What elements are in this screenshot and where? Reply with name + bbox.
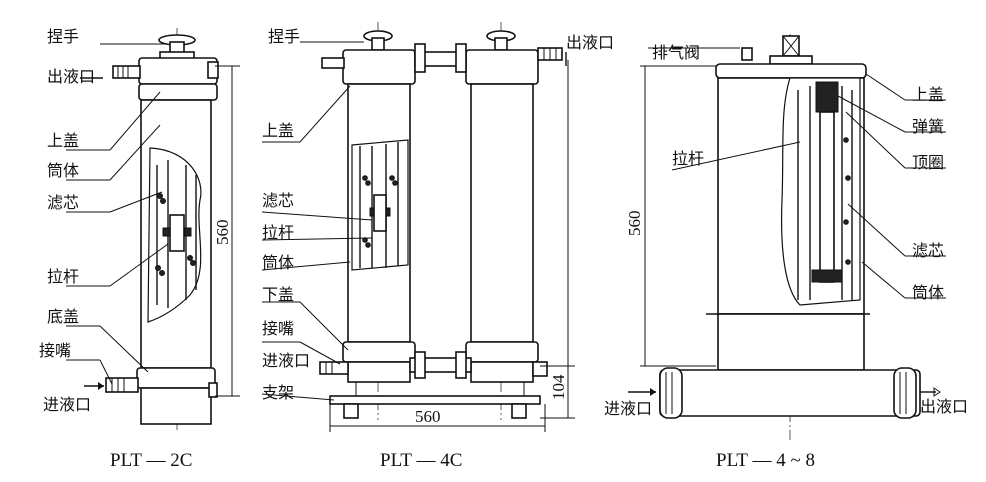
lower-body-left	[347, 361, 411, 383]
spring	[815, 81, 839, 113]
label-top-cover: 上盖	[262, 121, 294, 140]
outlet-union	[893, 367, 917, 419]
lower-body-right	[470, 361, 534, 383]
label-housing: 筒体	[262, 253, 294, 272]
label-filter-core: 滤芯	[262, 191, 294, 210]
handle-wheel-left	[363, 30, 393, 51]
lower-cover-left	[342, 341, 416, 363]
leader-lines	[261, 41, 373, 401]
figure-plt-4-8: 560 排气阀 上盖 弹簧 顶圈 拉杆 滤芯 筒体 进液口 出液口 PLT — …	[604, 34, 968, 471]
dimension-base-height: 104	[540, 60, 575, 419]
lower-cover-right	[465, 341, 539, 363]
outlet-arrowhead	[933, 387, 941, 397]
dimension-width: 560	[329, 404, 546, 432]
label-top-ring: 顶圈	[912, 153, 944, 172]
label-housing: 筒体	[47, 161, 79, 180]
label-housing: 筒体	[912, 283, 944, 302]
dimension-height-text: 560	[213, 220, 232, 246]
inlet-arrowhead	[650, 388, 656, 396]
top-cover	[715, 63, 867, 79]
label-pull-rod: 拉杆	[672, 149, 704, 168]
leader-lines	[66, 43, 169, 385]
dimension-height: 560	[625, 65, 716, 367]
top-cover	[112, 57, 219, 101]
top-cover-right	[465, 49, 539, 85]
label-vent-valve: 排气阀	[652, 43, 700, 62]
leader-lines	[648, 47, 946, 299]
label-bottom-cover: 底盖	[47, 307, 79, 326]
label-inlet: 进液口	[262, 351, 310, 370]
label-inlet: 进液口	[43, 395, 91, 414]
inlet-union	[659, 367, 683, 419]
label-filter-core: 滤芯	[912, 241, 944, 260]
caption-plt-2c: PLT — 2C	[110, 450, 192, 471]
dimension-height-text: 560	[625, 211, 644, 237]
label-inlet: 进液口	[604, 399, 652, 418]
label-top-cover: 上盖	[47, 131, 79, 150]
label-outlet: 出液口	[920, 397, 968, 416]
label-handle: 捏手	[268, 27, 300, 46]
label-spring: 弹簧	[912, 117, 944, 136]
label-outlet: 出液口	[47, 67, 95, 86]
dimension-width-text: 560	[415, 407, 441, 426]
handle-wheel	[158, 34, 196, 61]
figure-plt-2c: 560 捏手 出液口 上盖 筒体 滤芯 拉杆 底盖 接嘴 进液口 PLT — 2…	[39, 27, 240, 471]
vent-valve	[741, 47, 753, 61]
label-pull-rod: 拉杆	[262, 223, 294, 242]
inlet-nozzle	[319, 361, 349, 375]
inlet-arrowhead	[98, 382, 104, 390]
label-nozzle: 接嘴	[39, 341, 71, 360]
caption-plt-4c: PLT — 4C	[380, 450, 462, 471]
label-bracket: 支架	[262, 383, 294, 402]
handle-wheel-right	[486, 30, 516, 51]
housing-right	[470, 83, 534, 343]
label-top-cover: 上盖	[912, 85, 944, 104]
label-outlet: 出液口	[566, 33, 614, 52]
label-pull-rod: 拉杆	[47, 267, 79, 286]
dimension-height: 560	[213, 65, 240, 397]
bottom-body	[717, 313, 865, 371]
top-cover-left	[342, 49, 416, 85]
label-lower-cover: 下盖	[262, 285, 294, 304]
filter-core-elements	[155, 160, 197, 308]
dimension-base-height-text: 104	[549, 374, 568, 400]
filter-core-elements	[797, 81, 853, 300]
caption-plt-4-8: PLT — 4 ~ 8	[716, 450, 815, 471]
label-handle: 捏手	[47, 27, 79, 46]
bottom-cover	[105, 367, 218, 425]
bottom-manifold	[659, 369, 921, 417]
label-nozzle: 接嘴	[262, 319, 294, 338]
label-filter-core: 滤芯	[47, 193, 79, 212]
filter-core-elements	[359, 142, 399, 268]
figure-plt-4c: 560 104 捏手 出液口 上盖 滤芯 拉杆 筒体 下盖 接嘴 进液口	[261, 22, 614, 471]
